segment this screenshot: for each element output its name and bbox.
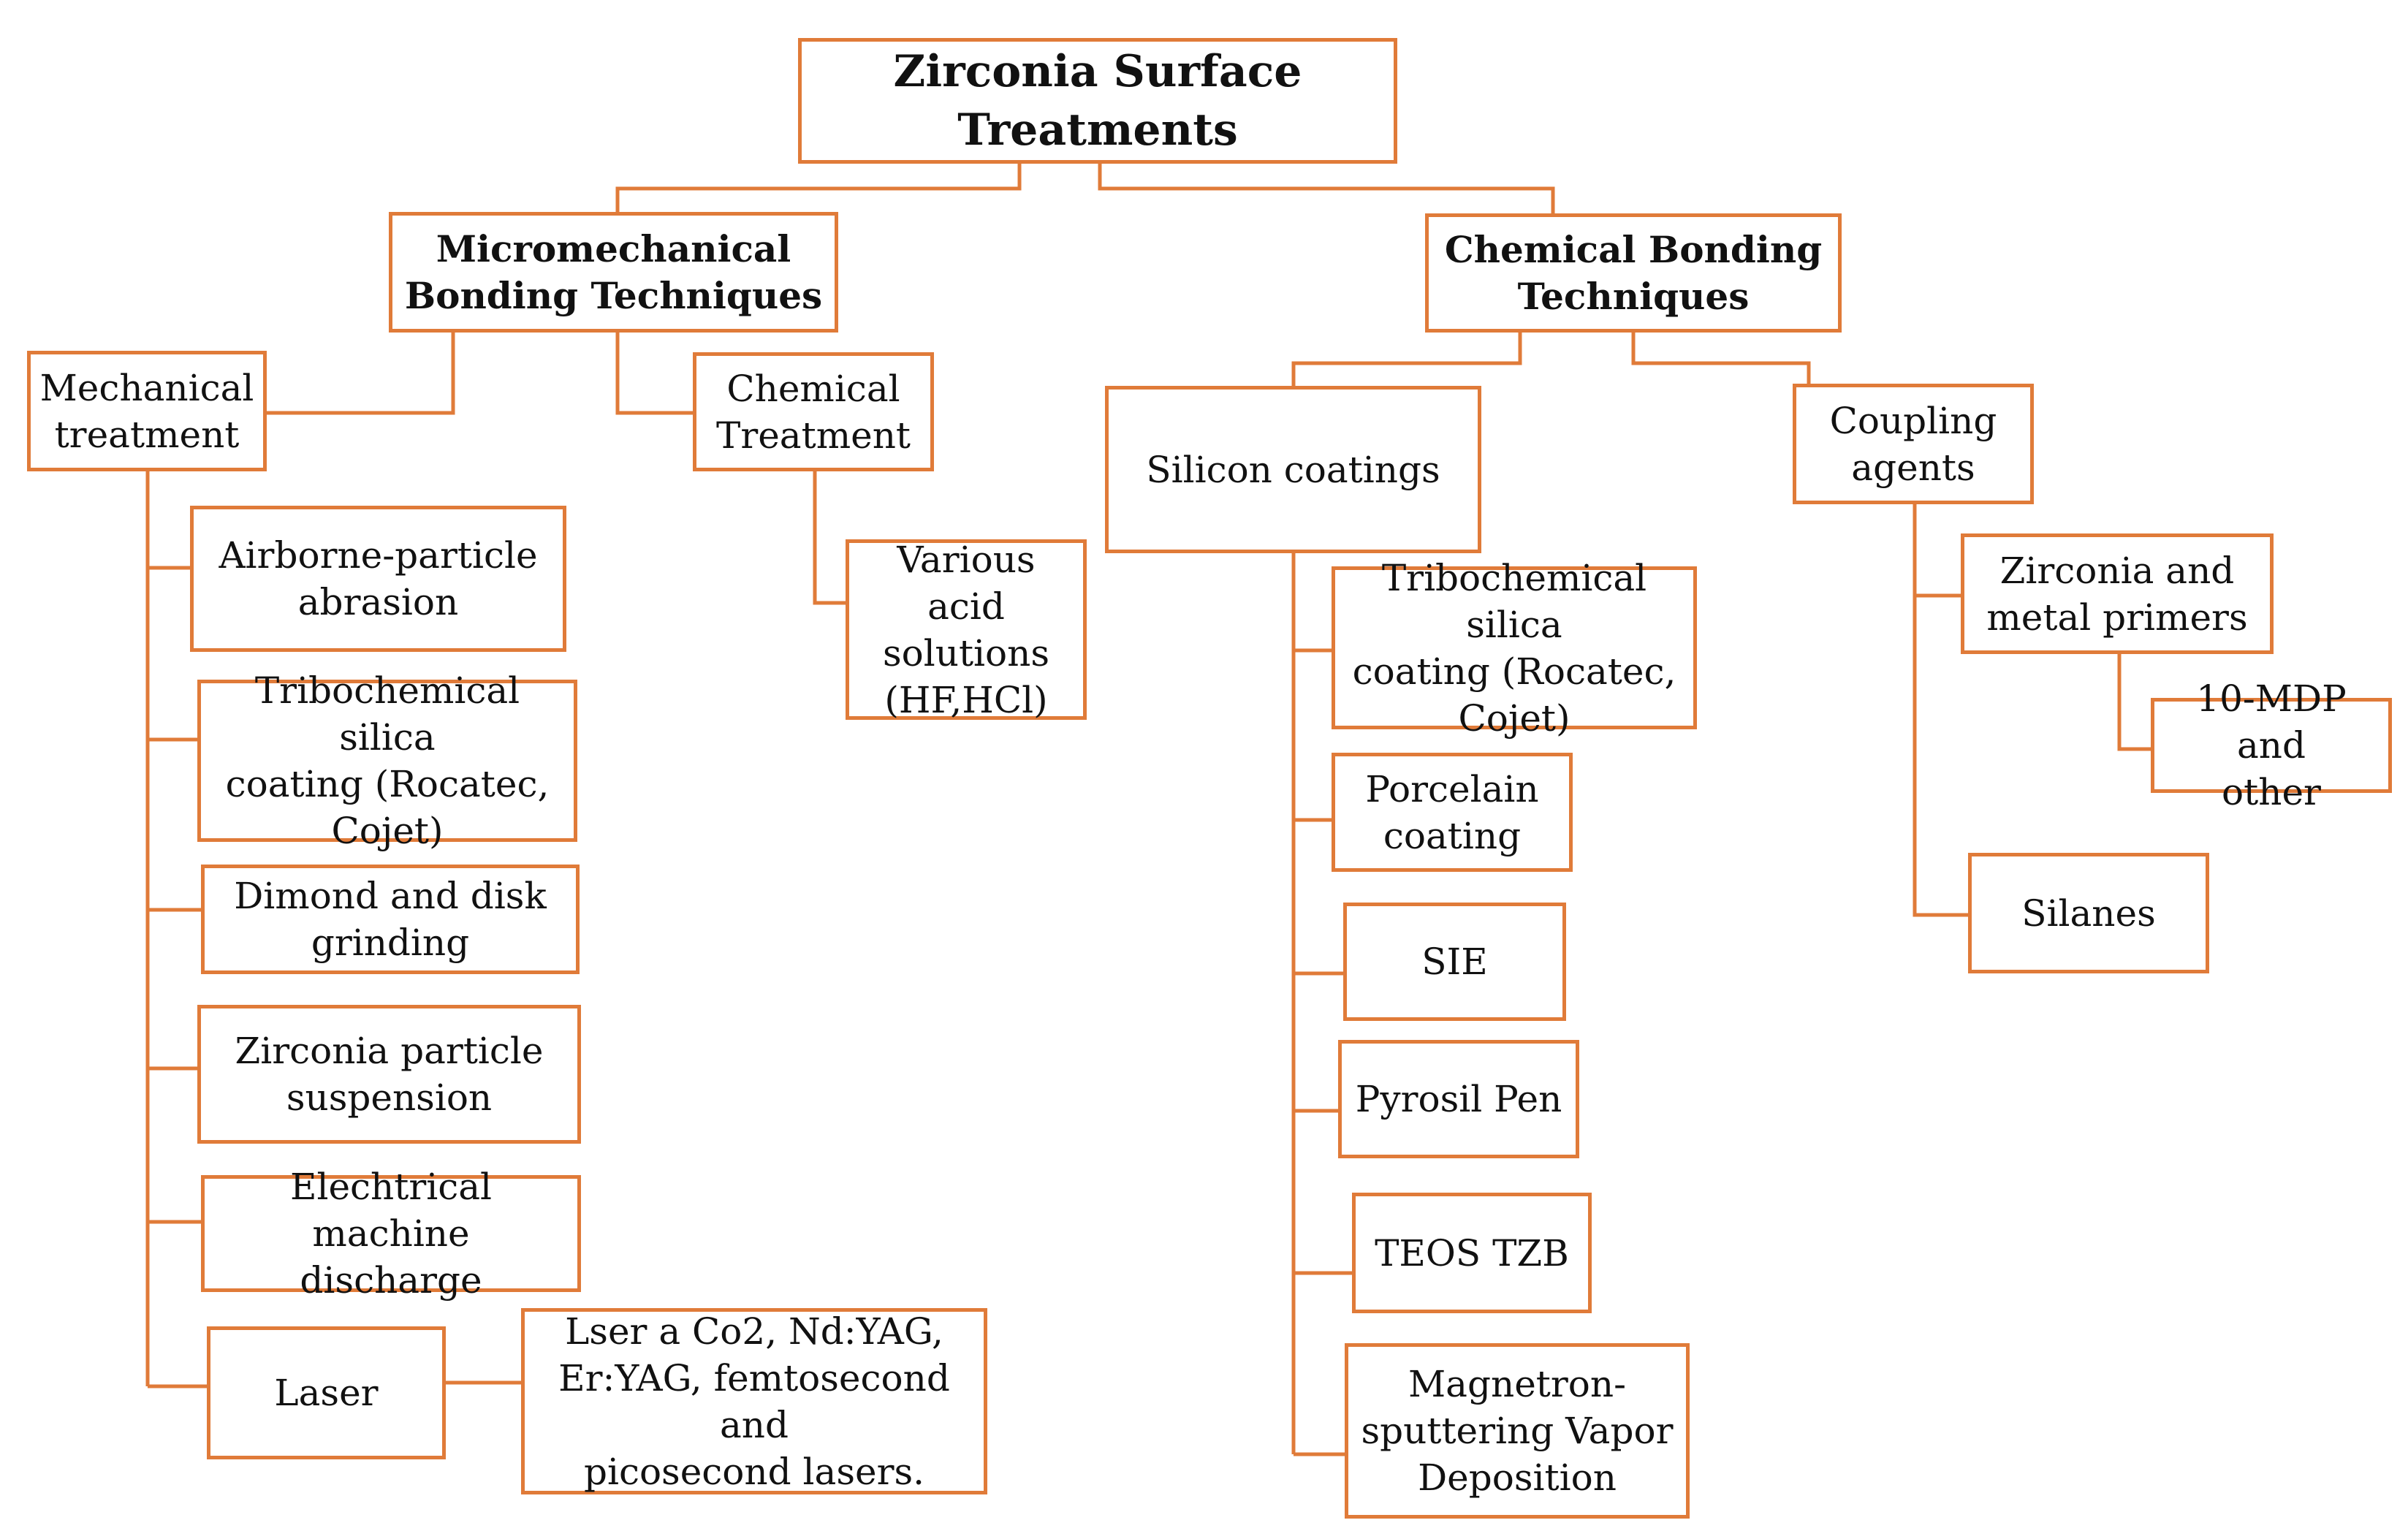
coupling-agents-node: Coupling agents: [1793, 384, 2034, 504]
laser-types-node: Lser a Co2, Nd:YAG, Er:YAG, femtosecond …: [521, 1308, 987, 1494]
root-node: Zirconia Surface Treatments: [798, 38, 1397, 164]
connector-micro-chemical: [615, 333, 694, 415]
connector-micro-mechanical: [267, 333, 455, 415]
airborne-abrasion-node: Airborne-particle abrasion: [190, 506, 566, 652]
laser-node: Laser: [207, 1326, 446, 1459]
diamond-grinding-node: Dimond and disk grinding: [201, 865, 580, 974]
connector-primers-mdp: [2117, 654, 2152, 751]
primers-node: Zirconia and metal primers: [1961, 533, 2274, 654]
teos-tzb-node: TEOS TZB: [1352, 1193, 1592, 1313]
connector-chem-coupling: [1631, 333, 1811, 385]
tribochemical-mech-node: Tribochemical silica coating (Rocatec, C…: [197, 669, 577, 852]
connector-chemtreat-acid: [813, 471, 848, 605]
silicon-coatings-node: Silicon coatings: [1105, 386, 1481, 553]
micromechanical-node: Micromechanical Bonding Techniques: [389, 212, 838, 333]
chemical-treatment-node: Chemical Treatment: [693, 352, 934, 471]
zirconia-suspension-node: Zirconia particle suspension: [197, 1005, 581, 1144]
edm-node: Elechtrical machine discharge: [201, 1166, 581, 1302]
magnetron-node: Magnetron- sputtering Vapor Deposition: [1345, 1343, 1690, 1519]
mdp-node: 10-MDP and other: [2151, 677, 2392, 813]
mechanical-treatment-node: Mechanical treatment: [27, 351, 267, 471]
chemical-bonding-node: Chemical Bonding Techniques: [1425, 213, 1842, 333]
pyrosil-pen-node: Pyrosil Pen: [1338, 1040, 1579, 1158]
connector-root-chemical-bonding: [1098, 162, 1555, 213]
sie-node: SIE: [1343, 903, 1566, 1021]
acid-solutions-node: Various acid solutions (HF,HCl): [846, 539, 1087, 721]
connector-coupling-spine: [1913, 504, 1970, 917]
silanes-node: Silanes: [1968, 853, 2209, 973]
connector-root-micromechanical: [615, 162, 1022, 213]
connector-chem-silicon: [1291, 333, 1522, 387]
porcelain-coating-node: Porcelain coating: [1332, 753, 1573, 872]
tribochemical-chem-node: Tribochemical silica coating (Rocatec, C…: [1332, 557, 1697, 740]
